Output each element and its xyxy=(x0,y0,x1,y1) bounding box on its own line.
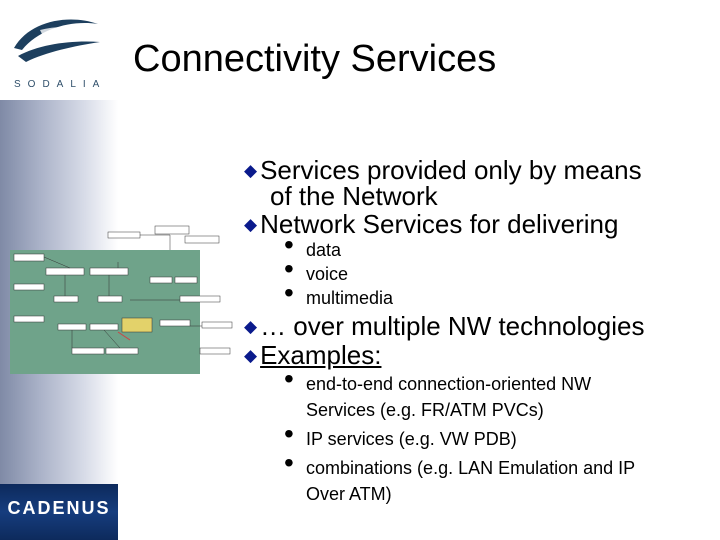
round-bullet-icon: • xyxy=(284,447,294,478)
bullet-item-3: ◆… over multiple NW technologies xyxy=(244,311,645,341)
round-bullet-icon: • xyxy=(284,229,294,260)
cadenus-logo: CADENUS xyxy=(0,484,118,540)
diamond-bullet-icon: ◆ xyxy=(244,215,258,234)
bullet-item-4: ◆Examples: xyxy=(244,340,382,370)
bullet-item-2: ◆Network Services for delivering xyxy=(244,209,619,239)
round-bullet-icon: • xyxy=(284,418,294,449)
sodalia-logo: SODALIA xyxy=(0,0,118,100)
cadenus-wordmark: CADENUS xyxy=(7,498,111,518)
round-bullet-icon: • xyxy=(284,363,294,394)
diamond-bullet-icon: ◆ xyxy=(244,317,258,336)
logo-wordmark: SODALIA xyxy=(14,79,107,90)
network-diagram-image xyxy=(10,222,235,379)
sodalia-swoosh-icon xyxy=(14,19,100,62)
round-bullet-icon: • xyxy=(284,253,294,284)
diamond-bullet-icon: ◆ xyxy=(244,161,258,180)
diamond-bullet-icon: ◆ xyxy=(244,346,258,365)
bullet-item-1: ◆Services provided only by means of the … xyxy=(244,155,642,211)
slide-title: Connectivity Services xyxy=(133,38,497,80)
round-bullet-icon: • xyxy=(284,277,294,308)
